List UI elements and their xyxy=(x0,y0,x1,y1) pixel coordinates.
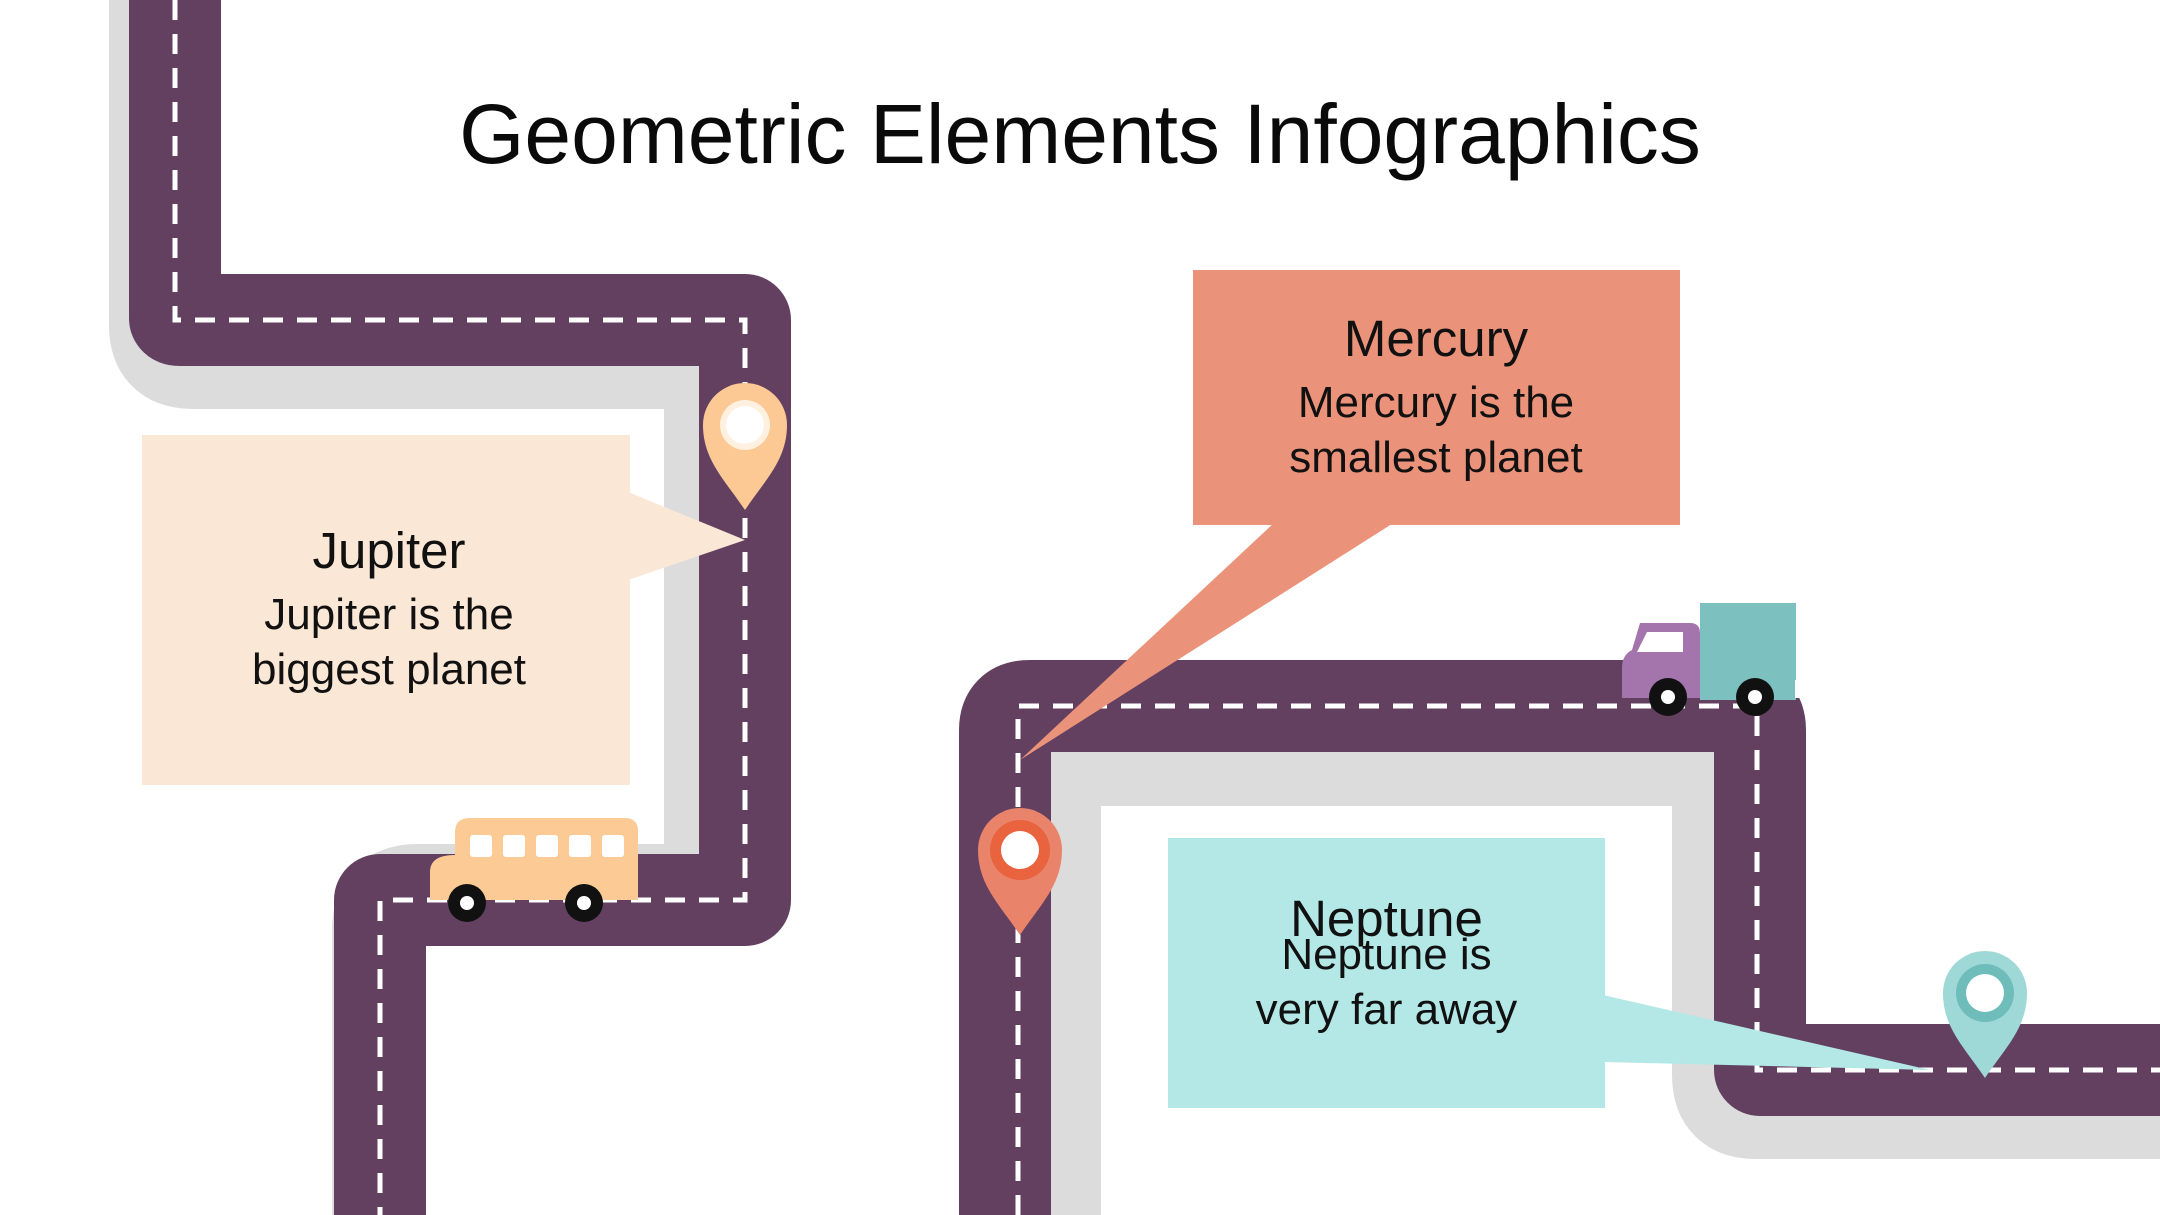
left-road xyxy=(109,0,791,1215)
right-road xyxy=(959,660,2160,1215)
map-pin-icon xyxy=(978,808,1062,935)
mercury-text: Mercury Mercury is the smallest planet xyxy=(1255,310,1617,485)
jupiter-callout-pointer xyxy=(628,492,745,580)
jupiter-callout xyxy=(142,435,745,785)
left-road-lane xyxy=(172,0,748,1215)
jupiter-card xyxy=(142,435,630,785)
truck-icon xyxy=(1622,603,1803,716)
bus-icon xyxy=(430,818,638,922)
mercury-callout xyxy=(1020,270,1680,760)
jupiter-text: Jupiter Jupiter is the biggest planet xyxy=(200,522,578,697)
neptune-callout xyxy=(1168,838,1930,1108)
mercury-heading: Mercury xyxy=(1343,310,1529,367)
mercury-callout-pointer xyxy=(1020,522,1395,760)
page-title: Geometric Elements Infographics xyxy=(459,87,1701,181)
jupiter-heading: Jupiter xyxy=(312,522,466,579)
neptune-callout-pointer xyxy=(1603,995,1930,1070)
map-pin-icon xyxy=(703,383,787,510)
right-road-lane xyxy=(1015,703,2160,1215)
neptune-heading: Neptune xyxy=(1290,890,1483,947)
mercury-card xyxy=(1193,270,1680,525)
mercury-description: Mercury is the smallest planet xyxy=(1289,377,1583,482)
neptune-text: Neptune Neptune is very far away xyxy=(1240,890,1533,1037)
neptune-card xyxy=(1168,838,1605,1108)
neptune-description: Neptune is very far away xyxy=(1255,929,1518,1034)
map-pin-icon xyxy=(1943,951,2027,1078)
jupiter-description: Jupiter is the biggest planet xyxy=(252,589,526,694)
